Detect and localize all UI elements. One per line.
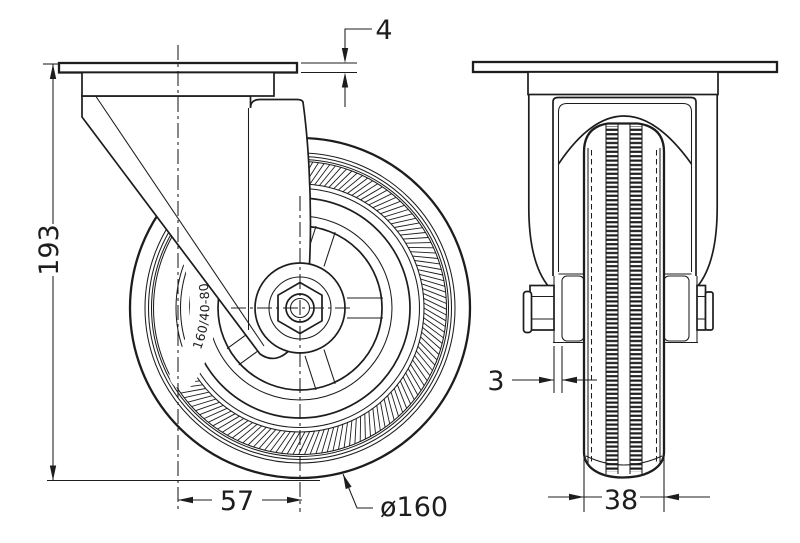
swivel-housing-inner — [557, 102, 693, 272]
tire-silhouette — [582, 122, 666, 479]
fork-leg-bend-line — [95, 96, 265, 347]
axle-nut-right — [696, 284, 714, 331]
hub-boss-right — [663, 275, 690, 342]
mounting-plate-front — [471, 60, 779, 74]
centerlines-side — [177, 45, 350, 512]
swivel-block-front — [527, 71, 719, 96]
tire-front — [582, 122, 666, 479]
wheel-dome-arc — [557, 115, 693, 165]
hub-boss-left — [561, 275, 585, 342]
side-view: 160/40-80 — [57, 45, 472, 512]
dim-label-wheel-diameter: ø160 — [380, 492, 448, 523]
dimension-fork-thickness: 3 — [487, 346, 597, 397]
dim-label-plate-thickness: 4 — [375, 15, 392, 46]
dimension-wheel-diameter: ø160 — [342, 473, 448, 523]
dim-label-overall-height: 193 — [34, 224, 65, 276]
tread-band-right — [630, 126, 642, 472]
swivel-housing-outer — [552, 96, 697, 276]
dim-label-wheel-width: 38 — [604, 485, 638, 516]
axle-nut-left — [522, 284, 555, 334]
dim-label-fork-thickness: 3 — [487, 366, 504, 397]
front-view — [471, 60, 779, 479]
dimension-swivel-offset: 57 — [178, 486, 302, 517]
fork-leg-right-outer — [696, 94, 719, 288]
tread-band-left — [606, 126, 618, 472]
dimension-overall-height: 193 — [34, 63, 65, 481]
tread-detail — [585, 124, 663, 474]
dim-label-swivel-offset: 57 — [220, 486, 254, 517]
axle-washer-left — [522, 290, 533, 334]
axle-end-right — [704, 291, 714, 331]
dimension-plate-thickness: 4 — [301, 15, 393, 107]
fork-leg-left-outer — [527, 94, 550, 288]
